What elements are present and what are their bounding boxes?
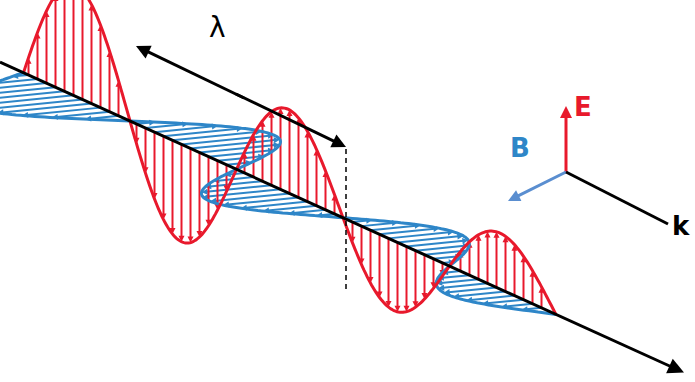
wavelength-arrow <box>236 94 336 142</box>
e-field-arrow <box>145 128 147 168</box>
e-axis-arrow-head <box>560 106 572 118</box>
e-field-arrow <box>487 236 489 283</box>
e-axis-arrow <box>565 116 568 172</box>
b-field-arrow <box>441 279 478 283</box>
propagation-axis-head <box>666 359 684 374</box>
e-field-arrow <box>109 56 111 112</box>
e-field-arrow <box>334 199 336 213</box>
e-field-arrow <box>154 132 156 194</box>
e-field-arrow <box>352 222 354 238</box>
e-field-arrow <box>478 240 480 280</box>
e-field-wave <box>24 0 557 314</box>
b-axis-arrow <box>517 172 566 197</box>
b-field-arrow <box>434 256 457 258</box>
wavelength-arrow-head <box>136 46 152 59</box>
e-field-arrow <box>316 154 318 205</box>
e-field-arrow <box>325 176 327 210</box>
e-field-arrow <box>73 0 75 95</box>
propagation-axis <box>0 62 672 367</box>
b-field-arrow <box>380 229 435 235</box>
b-field-arrow <box>182 136 270 145</box>
e-field-arrow <box>100 30 102 108</box>
wavelength-label: λ <box>209 14 226 42</box>
e-field-arrow <box>415 251 417 303</box>
k-axis-line <box>566 172 668 224</box>
b-field-arrow <box>487 300 523 304</box>
e-field-arrow <box>298 123 300 198</box>
e-field-arrow <box>397 242 399 307</box>
e-field-arrow <box>37 37 39 79</box>
wavelength-arrow <box>146 51 244 98</box>
e-field-arrow <box>514 249 516 295</box>
e-field-arrow <box>523 261 525 300</box>
b-axis-arrow-head <box>508 190 521 201</box>
e-field-arrow <box>388 238 390 302</box>
b-field-arrow <box>449 287 497 292</box>
wavelength-guide <box>345 149 347 290</box>
e-field-arrow <box>46 16 48 83</box>
e-field-arrow <box>55 0 57 87</box>
b-field-arrow <box>293 210 325 213</box>
e-field-arrow <box>217 161 219 206</box>
e-field-arrow <box>253 140 255 178</box>
b-field-arrow <box>268 206 317 211</box>
e-field-arrow <box>469 247 471 276</box>
e-field-arrow <box>505 241 507 291</box>
b-field-arrow <box>218 177 253 181</box>
e-field-arrow <box>379 234 381 292</box>
e-field-arrow <box>496 237 498 288</box>
e-field-arrow <box>163 136 165 215</box>
e-field-arrow <box>262 126 264 182</box>
b-field-arrow <box>57 112 110 117</box>
e-field-arrow <box>64 0 66 91</box>
e-field-arrow <box>289 115 291 194</box>
e-field-arrow <box>307 136 309 201</box>
e-field-arrow <box>361 226 363 260</box>
b-field-arrow <box>443 283 488 287</box>
e-field-label: E <box>574 94 592 120</box>
e-field-arrow <box>532 275 534 303</box>
e-field-arrow <box>208 157 210 221</box>
e-field-arrow <box>433 259 435 284</box>
e-field-arrow <box>424 255 426 294</box>
e-field-arrow <box>172 140 174 229</box>
wavelength-arrow-head <box>330 135 346 148</box>
e-field-arrow <box>82 0 84 99</box>
e-field-arrow <box>118 85 120 115</box>
e-field-arrow <box>370 230 372 278</box>
e-field-arrow <box>91 9 93 103</box>
b-field-arrow <box>2 104 91 113</box>
e-field-arrow <box>190 148 192 237</box>
k-vector-label: k <box>672 213 689 239</box>
b-field-arrow <box>458 291 506 296</box>
e-field-arrow <box>181 144 183 237</box>
b-field-arrow <box>506 304 533 307</box>
b-field-arrow <box>146 124 184 128</box>
b-field-arrow <box>371 226 416 231</box>
b-field-arrow <box>416 246 465 251</box>
b-field-arrow <box>471 296 515 300</box>
e-field-arrow <box>406 247 408 307</box>
b-field-arrow <box>443 275 470 278</box>
b-field-arrow <box>362 223 394 226</box>
e-field-arrow <box>541 292 543 308</box>
b-field-label: B <box>510 135 530 161</box>
e-field-arrow <box>280 113 282 190</box>
